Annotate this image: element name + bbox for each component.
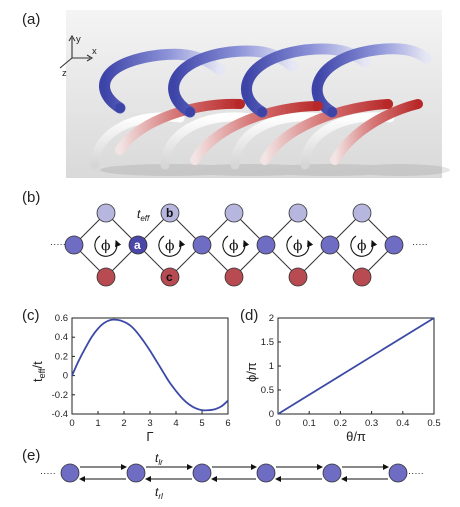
x-tick-label: 6 xyxy=(225,418,230,429)
x-tick-label: 1 xyxy=(95,418,100,429)
y-tick-label: 1.5 xyxy=(261,337,274,348)
y-tick-label: -0.2 xyxy=(52,390,68,401)
flux-arrow xyxy=(286,235,314,257)
site-c xyxy=(160,267,180,287)
site-a xyxy=(256,235,276,255)
y-tick-label: -0.4 xyxy=(52,409,68,420)
y-tick-label: 0 xyxy=(269,409,274,420)
chain-site xyxy=(388,463,408,483)
chain-site xyxy=(322,463,342,483)
lattice-dots-left: ····· xyxy=(50,239,66,250)
x-tick-label: 4 xyxy=(173,418,178,429)
panel-label-e: (e) xyxy=(22,447,40,464)
site-label-c: c xyxy=(166,270,173,284)
x-tick-label: 2 xyxy=(121,418,126,429)
site-c xyxy=(224,267,244,287)
x-axis-label: Γ xyxy=(146,429,153,444)
x-tick-label: 0.3 xyxy=(365,418,378,429)
x-tick-label: 0 xyxy=(69,418,74,429)
chain-dots-left: ····· xyxy=(40,468,56,479)
chain-site xyxy=(192,463,212,483)
site-chain xyxy=(60,463,408,483)
chain-site xyxy=(256,463,276,483)
site-c xyxy=(96,267,116,287)
x-tick-label: 3 xyxy=(147,418,152,429)
x-tick-label: 0.4 xyxy=(396,418,409,429)
site-b xyxy=(160,203,180,223)
y-tick-label: 0 xyxy=(63,371,68,382)
hopping-label: teff xyxy=(137,207,150,223)
y-tick-label: 0.4 xyxy=(55,332,68,343)
render-axis-y: y xyxy=(76,34,81,45)
flux-arrow xyxy=(158,235,186,257)
site-b xyxy=(352,203,372,223)
site-c xyxy=(352,267,372,287)
hop-label-rl: trl xyxy=(155,485,163,501)
site-a xyxy=(64,235,84,255)
y-tick-label: 1 xyxy=(269,361,274,372)
x-tick-label: 0 xyxy=(275,418,280,429)
site-label-a: a xyxy=(134,238,141,252)
x-tick-label: 0.1 xyxy=(303,418,316,429)
site-a xyxy=(384,235,404,255)
site-b xyxy=(288,203,308,223)
chain-site xyxy=(60,463,80,483)
flux-arrow xyxy=(222,235,250,257)
y-tick-label: 2 xyxy=(269,313,274,324)
panel-label-a: (a) xyxy=(22,11,40,28)
axis-triad xyxy=(59,34,94,69)
flux-arrow xyxy=(94,235,122,257)
flux-symbol: ϕ xyxy=(101,238,111,254)
helix-render: y x z xyxy=(59,10,450,178)
site-b xyxy=(224,203,244,223)
panel-label-b: (b) xyxy=(22,189,40,206)
flux-symbol: ϕ xyxy=(357,238,367,254)
render-axis-x: x xyxy=(92,46,97,57)
flux-symbol: ϕ xyxy=(165,238,175,254)
tube-shadows xyxy=(100,164,450,176)
y-axis-label: ϕ/π xyxy=(244,362,259,382)
diamond-lattice: ϕ ϕ ϕ ϕ ϕ a b c xyxy=(64,203,404,287)
flux-symbol: ϕ xyxy=(229,238,239,254)
chart-d: 0 0.1 0.2 0.3 0.4 0.5 2 1.5 1 0.5 0 θ/π ϕ/π xyxy=(244,313,441,444)
x-tick-label: 5 xyxy=(199,418,204,429)
lattice-dots-right: ····· xyxy=(412,239,428,250)
y-tick-label: 0.5 xyxy=(261,385,274,396)
chain-site xyxy=(126,463,146,483)
blue-tubes xyxy=(99,43,432,118)
x-tick-label: 0.5 xyxy=(427,418,440,429)
y-tick-label: 0.2 xyxy=(55,351,68,362)
site-a xyxy=(320,235,340,255)
red-tubes xyxy=(115,98,423,165)
render-background xyxy=(66,10,442,178)
site-label-b: b xyxy=(166,206,173,220)
tube-caps xyxy=(115,99,393,117)
x-axis-label: θ/π xyxy=(346,429,366,444)
site-c xyxy=(288,267,308,287)
x-tick-label: 0.2 xyxy=(334,418,347,429)
site-a xyxy=(128,235,148,255)
hop-label-lr: tlr xyxy=(155,451,163,467)
series-line xyxy=(277,317,435,415)
panel-label-d: (d) xyxy=(240,307,258,324)
site-b xyxy=(96,203,116,223)
site-a xyxy=(192,235,212,255)
flux-symbol: ϕ xyxy=(293,238,303,254)
chain-dots-right: ····· xyxy=(408,468,424,479)
y-axis-label: teff/t xyxy=(30,361,47,382)
render-axis-z: z xyxy=(62,68,67,79)
panel-label-c: (c) xyxy=(22,307,40,324)
series-line xyxy=(71,318,229,412)
y-tick-label: 0.6 xyxy=(55,313,68,324)
flux-arrow xyxy=(350,235,378,257)
